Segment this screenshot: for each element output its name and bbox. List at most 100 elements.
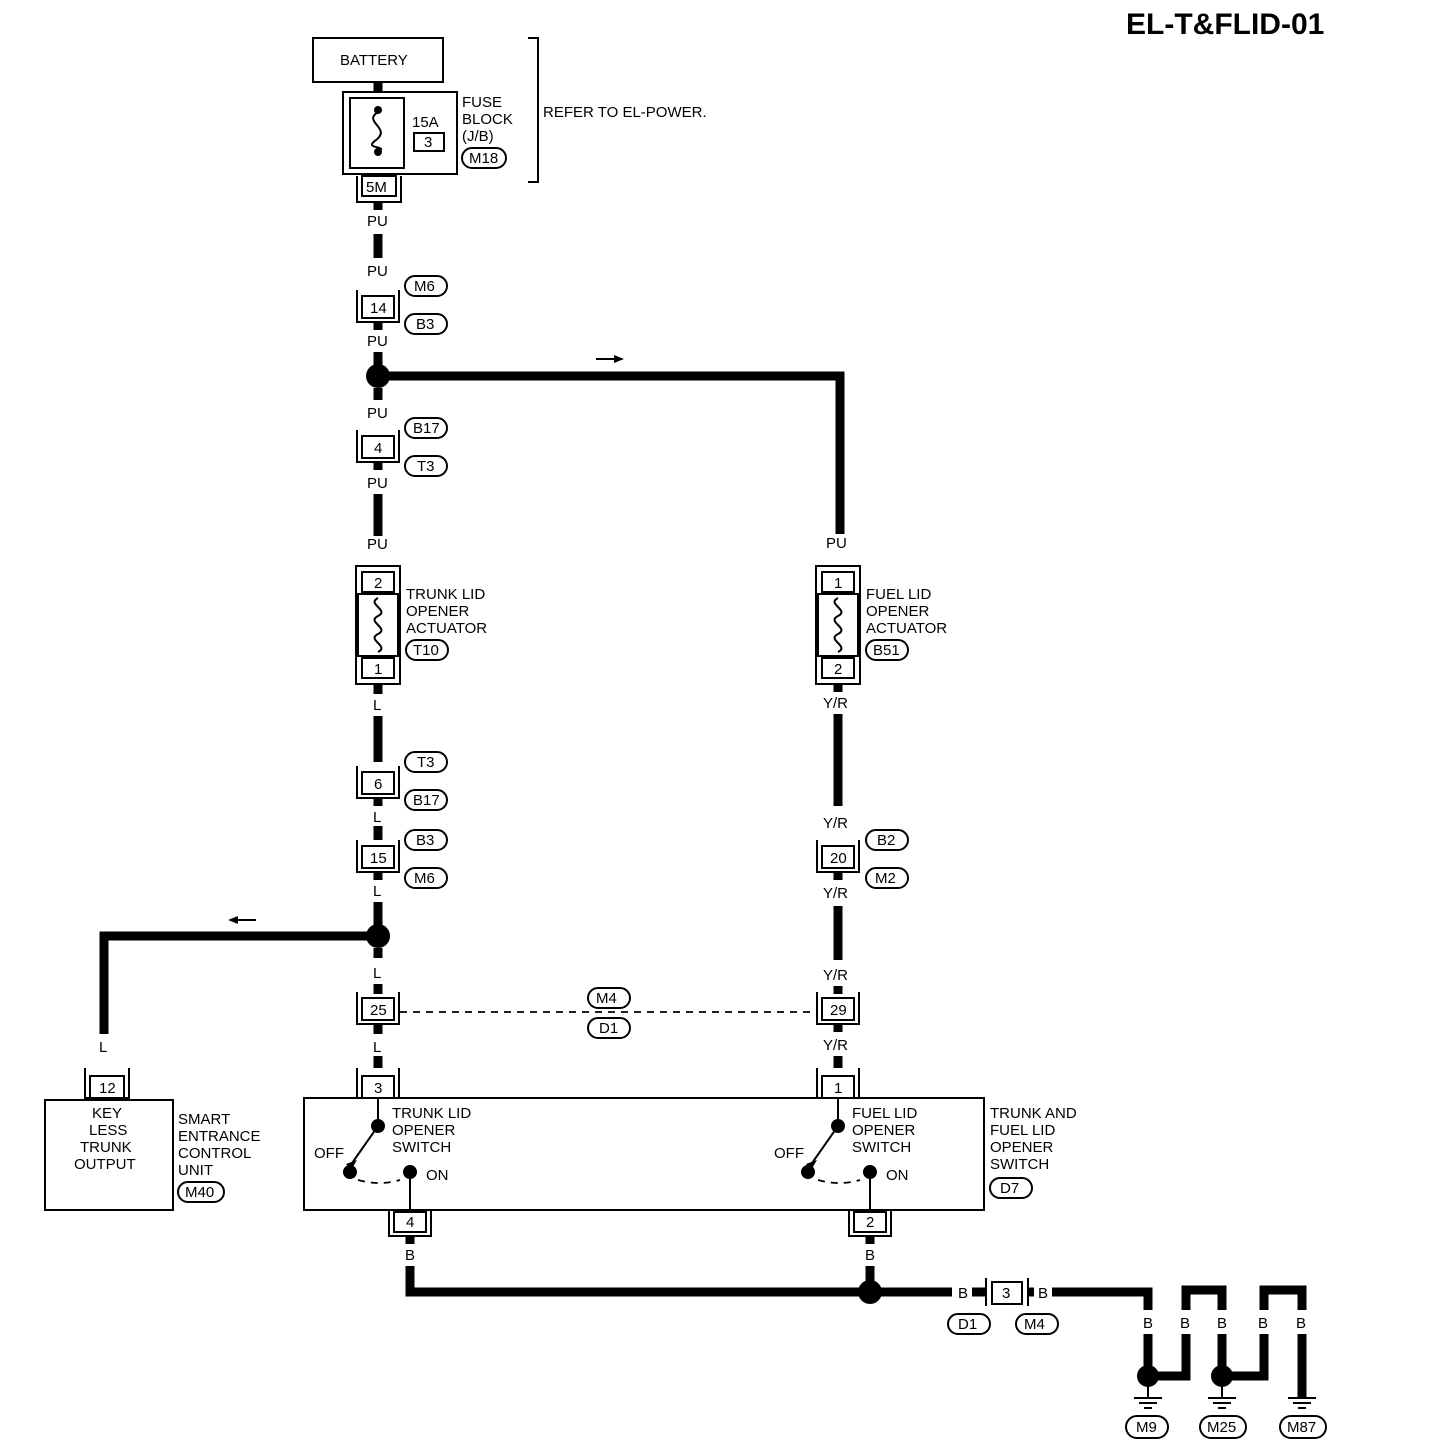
trunk-switch-off: OFF — [314, 1145, 344, 1162]
connector-b3-a: B3 — [416, 316, 434, 333]
switch-box-label-4: SWITCH — [990, 1156, 1049, 1173]
pin-14: 14 — [370, 300, 387, 317]
wire-color-l-4: L — [373, 965, 381, 982]
pin-29: 29 — [830, 1002, 847, 1019]
ground-m87: M87 — [1287, 1419, 1316, 1436]
trunk-actuator-label-2: OPENER — [406, 603, 470, 620]
fuel-switch-off: OFF — [774, 1145, 804, 1162]
wire-color-b-2: B — [865, 1247, 875, 1264]
switch-box-label-2: FUEL LID — [990, 1122, 1055, 1139]
wire-color-b-m87: B — [1296, 1315, 1306, 1332]
trunk-actuator-label-3: ACTUATOR — [406, 620, 487, 637]
diagram-title: EL-T&FLID-01 — [1126, 8, 1324, 41]
pin-15: 15 — [370, 850, 387, 867]
fuel-actuator-label-3: ACTUATOR — [866, 620, 947, 637]
pin-4-bottom: 4 — [406, 1214, 414, 1231]
pin-1-fuel: 1 — [834, 575, 842, 592]
ground-m25: M25 — [1207, 1419, 1236, 1436]
pin-25: 25 — [370, 1002, 387, 1019]
connector-b17-a: B17 — [413, 420, 440, 437]
pin-1-trunk: 1 — [374, 661, 382, 678]
smart-unit-box — [44, 1099, 174, 1211]
trunk-switch-label-1: TRUNK LID — [392, 1105, 471, 1122]
wire-color-yr-5: Y/R — [823, 1037, 848, 1054]
trunk-actuator-label-1: TRUNK LID — [406, 586, 485, 603]
smart-unit-inner-1: KEY — [92, 1105, 122, 1122]
wire-color-yr-1: Y/R — [823, 695, 848, 712]
connector-b3-b: B3 — [416, 832, 434, 849]
pin-2-trunk: 2 — [374, 575, 382, 592]
fuel-switch-label-3: SWITCH — [852, 1139, 911, 1156]
pin-3: 3 — [374, 1080, 382, 1097]
trunk-switch-label-2: OPENER — [392, 1122, 456, 1139]
connector-b2: B2 — [877, 832, 895, 849]
pin-1-switch: 1 — [834, 1080, 842, 1097]
fuse-label-2: BLOCK — [462, 111, 513, 128]
switch-box-label-3: OPENER — [990, 1139, 1054, 1156]
pin-12: 12 — [99, 1080, 116, 1097]
smart-unit-label-1: SMART — [178, 1111, 230, 1128]
wire-color-l-2: L — [373, 809, 381, 826]
fuel-switch-label-1: FUEL LID — [852, 1105, 917, 1122]
connector-m6-b: M6 — [414, 870, 435, 887]
connector-d7: D7 — [1000, 1180, 1019, 1197]
connector-b51: B51 — [873, 642, 900, 659]
wire-color-yr-4: Y/R — [823, 967, 848, 984]
wire-color-pu-1: PU — [367, 213, 388, 230]
connector-t10: T10 — [413, 642, 439, 659]
wire-color-l-3: L — [373, 883, 381, 900]
switch-box — [303, 1097, 985, 1211]
pin-20: 20 — [830, 850, 847, 867]
wire-color-yr-3: Y/R — [823, 885, 848, 902]
fuel-switch-lever — [809, 1125, 839, 1167]
fuel-switch-label-2: OPENER — [852, 1122, 916, 1139]
pin-2-fuel: 2 — [834, 661, 842, 678]
wire-color-pu-4: PU — [367, 405, 388, 422]
coil-icon-fuel — [833, 597, 843, 653]
connector-t3-b: T3 — [417, 754, 435, 771]
smart-unit-inner-4: OUTPUT — [74, 1156, 136, 1173]
fuse-connector: M18 — [469, 150, 498, 167]
fuse-label-1: FUSE — [462, 94, 502, 111]
wire-color-b-m9: B — [1143, 1315, 1153, 1332]
pin-3-ground: 3 — [1002, 1285, 1010, 1302]
connector-m6-a: M6 — [414, 278, 435, 295]
switch-box-label-1: TRUNK AND — [990, 1105, 1077, 1122]
connector-d1-a: D1 — [599, 1020, 618, 1037]
wire-color-yr-2: Y/R — [823, 815, 848, 832]
connector-m4-b: M4 — [1024, 1316, 1045, 1333]
connector-t3-a: T3 — [417, 458, 435, 475]
ground-m9: M9 — [1136, 1419, 1157, 1436]
wire-color-b-1: B — [405, 1247, 415, 1264]
wire-color-b-link1: B — [1180, 1315, 1190, 1332]
wire-color-l-smart: L — [99, 1039, 107, 1056]
smart-unit-label-4: UNIT — [178, 1162, 213, 1179]
wire-color-b-link2: B — [1258, 1315, 1268, 1332]
battery-label: BATTERY — [340, 52, 408, 69]
smart-unit-label-3: CONTROL — [178, 1145, 251, 1162]
coil-icon-trunk — [373, 597, 383, 653]
fuse-block-box — [342, 91, 458, 175]
refer-note: REFER TO EL-POWER. — [543, 104, 707, 121]
trunk-switch-label-3: SWITCH — [392, 1139, 451, 1156]
wire-color-b-m25: B — [1217, 1315, 1227, 1332]
fuse-number: 3 — [424, 134, 432, 151]
wire-color-pu-5: PU — [367, 475, 388, 492]
wire-color-pu-6: PU — [367, 536, 388, 553]
connector-m4-a: M4 — [596, 990, 617, 1007]
connector-b17-b: B17 — [413, 792, 440, 809]
fuel-actuator-label-1: FUEL LID — [866, 586, 931, 603]
pin-6: 6 — [374, 776, 382, 793]
fuse-amp: 15A — [412, 114, 439, 131]
smart-unit-inner-3: TRUNK — [80, 1139, 132, 1156]
wire-color-b-4: B — [1038, 1285, 1048, 1302]
pin-2-bottom: 2 — [866, 1214, 874, 1231]
wire-color-pu-3: PU — [367, 333, 388, 350]
fuel-actuator — [815, 565, 861, 685]
connector-m2: M2 — [875, 870, 896, 887]
wire-color-l-1: L — [373, 697, 381, 714]
wire-color-b-3: B — [958, 1285, 968, 1302]
wire-color-pu-2: PU — [367, 263, 388, 280]
connector-d1-b: D1 — [958, 1316, 977, 1333]
